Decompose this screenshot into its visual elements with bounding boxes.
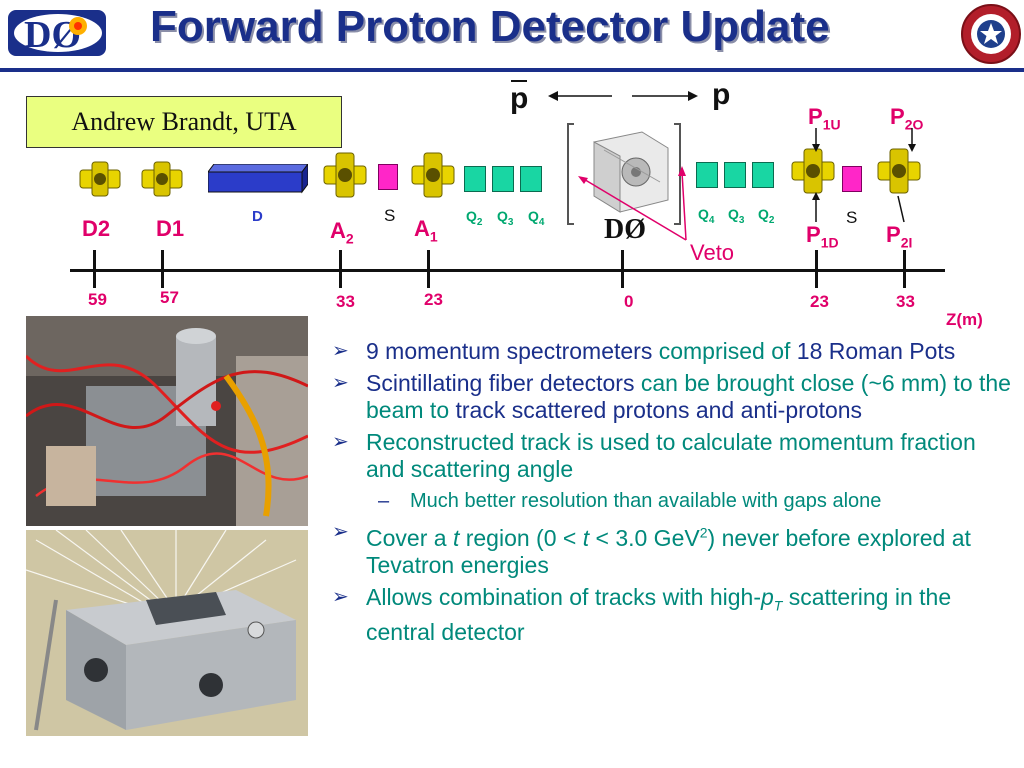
detector-hardware-photo	[26, 316, 308, 526]
d0-logo: DØ	[6, 4, 110, 60]
dash-icon: –	[378, 490, 390, 512]
quad-right-q4	[696, 162, 718, 188]
z-axis-line	[70, 269, 945, 272]
dipole-d1	[140, 160, 184, 198]
bullet-arrow-icon: ➢	[332, 372, 349, 394]
label-left-q2: Q2	[466, 208, 483, 228]
bullet-arrow-icon: ➢	[332, 521, 349, 543]
label-right-q3: Q3	[728, 206, 745, 226]
axis-tick	[93, 250, 96, 288]
label-d1: D1	[156, 216, 185, 241]
bullet-item: ➢ 9 momentum spectrometers comprised of …	[332, 338, 956, 364]
quad-left-q2	[464, 166, 486, 192]
label-right-q4: Q4	[698, 206, 715, 226]
label-d2: D2	[82, 216, 111, 241]
quad-left-q3	[492, 166, 514, 192]
label-left-q3: Q3	[497, 208, 514, 228]
detector-label: DØ	[604, 214, 646, 245]
bullet-arrow-icon: ➢	[332, 340, 349, 362]
bullet-item: ➢ Scintillating fiber detectors can be b…	[332, 370, 1011, 423]
pot-a2	[322, 152, 368, 198]
beam-arrows	[548, 86, 698, 106]
central-detector	[564, 120, 684, 228]
pot-p2	[876, 148, 922, 194]
page-title: Forward Proton Detector Update	[150, 2, 830, 51]
axis-tick-label: 57	[160, 288, 179, 307]
separator-right-label: S	[846, 208, 858, 227]
axis-tick	[903, 250, 906, 288]
label-p2o: P2O	[890, 104, 924, 133]
label-a1: A1	[414, 216, 438, 245]
veto-arrows	[578, 166, 688, 246]
proton-label: p	[712, 78, 731, 111]
veto-label: Veto	[690, 240, 735, 265]
axis-tick-label: 33	[896, 292, 915, 311]
axis-tick-label: 59	[88, 290, 107, 309]
label-right-q2: Q2	[758, 206, 775, 226]
axis-tick	[815, 250, 818, 288]
dipole-d2	[78, 160, 122, 198]
label-p2i: P2I	[886, 222, 913, 251]
label-left-q4: Q4	[528, 208, 545, 228]
quad-right-q2	[752, 162, 774, 188]
bullet-item: ➢ Cover a t region (0 < t < 3.0 GeV2) ne…	[332, 521, 971, 578]
bullet-item: ➢ Allows combination of tracks with high…	[332, 583, 952, 646]
axis-tick-label: 23	[424, 290, 443, 309]
pot-a1	[410, 152, 456, 198]
axis-tick	[621, 250, 624, 288]
axis-tick-label: 23	[810, 292, 829, 311]
pot-label-arrows	[800, 126, 920, 226]
university-seal-icon	[960, 3, 1022, 65]
antiproton-label: p	[510, 80, 532, 122]
dipole-magnet	[207, 162, 309, 194]
label-a2: A2	[330, 218, 354, 247]
axis-tick	[339, 250, 342, 288]
bullet-list: ➢ 9 momentum spectrometers comprised of …	[330, 338, 1020, 651]
separator-left	[378, 164, 398, 190]
quad-left-q4	[520, 166, 542, 192]
title-divider	[0, 68, 1024, 72]
label-p1d: P1D	[806, 222, 839, 251]
axis-tick	[427, 250, 430, 288]
fiber-block-photo	[26, 530, 308, 736]
label-p1u: P1U	[808, 104, 841, 133]
axis-tick-label: 33	[336, 292, 355, 311]
dipole-magnet-label: D	[252, 208, 263, 225]
separator-right	[842, 166, 862, 192]
antiproton-text: p	[510, 82, 529, 115]
sub-bullet-item: – Much better resolution than available …	[378, 490, 882, 512]
bullet-item: ➢ Reconstructed track is used to calcula…	[332, 429, 976, 482]
bullet-arrow-icon: ➢	[332, 431, 349, 453]
axis-tick-label: 0	[624, 292, 634, 311]
bullet-arrow-icon: ➢	[332, 585, 349, 608]
author-box: Andrew Brandt, UTA	[26, 96, 342, 148]
axis-tick	[161, 250, 164, 288]
separator-left-label: S	[384, 206, 396, 225]
pot-p1	[790, 148, 836, 194]
quad-right-q3	[724, 162, 746, 188]
axis-label: Z(m)	[946, 310, 983, 329]
